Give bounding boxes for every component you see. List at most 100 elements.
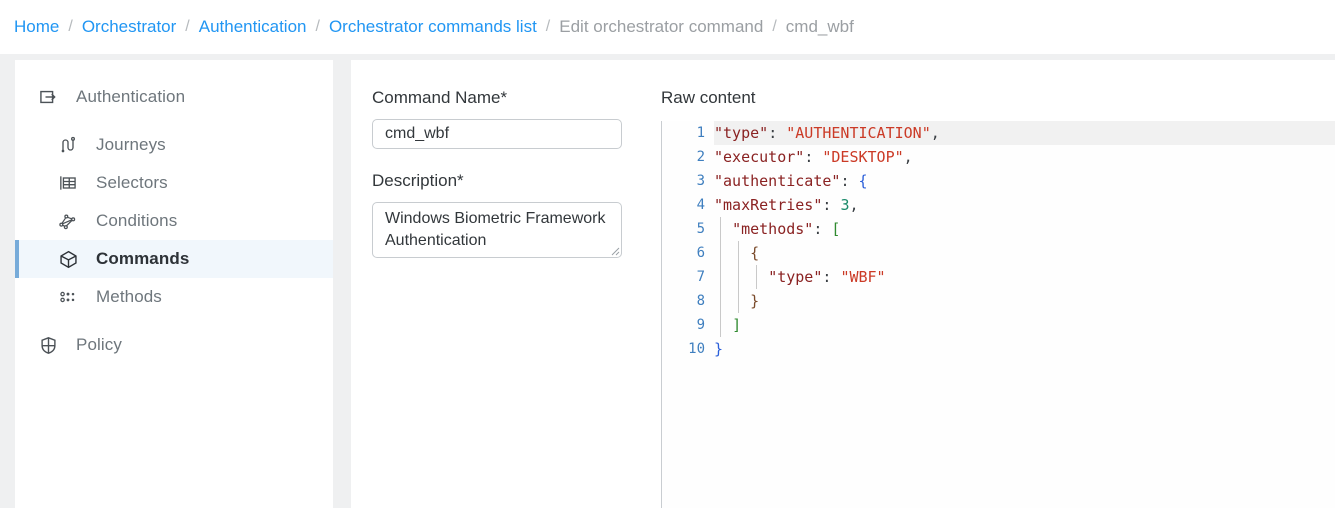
conditions-nodes-icon xyxy=(57,210,79,232)
code-line-text: ] xyxy=(714,313,1335,337)
code-token: : xyxy=(822,196,841,214)
indent-guide xyxy=(720,265,721,289)
code-token: "maxRetries" xyxy=(714,196,823,214)
code-line-text: "authenticate": { xyxy=(714,169,1335,193)
code-token: { xyxy=(858,172,868,190)
code-line[interactable]: 4"maxRetries": 3, xyxy=(662,193,1335,217)
code-token: } xyxy=(750,292,760,310)
line-number: 9 xyxy=(696,317,705,333)
code-line[interactable]: 6 { xyxy=(662,241,1335,265)
description-wrapper xyxy=(372,202,622,258)
breadcrumb-separator: / xyxy=(68,18,73,35)
code-editor[interactable]: 1 "type": "AUTHENTICATION", 2 "executor": "… xyxy=(661,121,1335,508)
sidebar-item-commands[interactable]: Commands xyxy=(15,240,333,278)
command-form: Command Name* Description* xyxy=(351,60,661,280)
command-name-label: Command Name* xyxy=(372,88,508,107)
code-token: : xyxy=(768,124,787,142)
page-body: Authentication Journeys Selectors xyxy=(0,54,1335,508)
code-line[interactable]: 2 "executor": "DESKTOP", xyxy=(662,145,1335,169)
line-number: 8 xyxy=(696,293,705,309)
code-token: ] xyxy=(732,316,742,334)
code-line[interactable]: 9 ] xyxy=(662,313,1335,337)
sidebar-spacer xyxy=(15,316,333,326)
code-token: "methods" xyxy=(732,220,814,238)
code-line-text: { xyxy=(714,241,1335,265)
code-token: : xyxy=(813,220,832,238)
breadcrumb-item[interactable]: Orchestrator commands list xyxy=(328,17,537,36)
line-number: 2 xyxy=(696,149,705,165)
line-number: 6 xyxy=(696,245,705,261)
code-token: "authenticate" xyxy=(714,172,841,190)
code-line[interactable]: 5 "methods": [ xyxy=(662,217,1335,241)
indent-guide xyxy=(720,313,721,337)
breadcrumb-item[interactable]: Orchestrator xyxy=(81,17,177,36)
code-token: , xyxy=(849,196,859,214)
sidebar-section-label: Authentication xyxy=(76,87,186,106)
code-line[interactable]: 10} xyxy=(662,337,1335,361)
line-number: 7 xyxy=(696,269,705,285)
code-token xyxy=(714,316,732,334)
sidebar-section-label: Policy xyxy=(76,335,122,354)
code-token: "type" xyxy=(714,124,769,142)
description-field-group: Description* xyxy=(372,171,661,258)
line-number: 3 xyxy=(696,173,705,189)
raw-content-section: Raw content 1 "type": "AUTHENTICATION", 2 "… xyxy=(661,60,1335,508)
breadcrumb-item: Edit orchestrator command xyxy=(559,17,764,36)
policy-shield-icon xyxy=(37,334,59,356)
code-line-text: "executor": "DESKTOP", xyxy=(714,145,1335,169)
journeys-path-icon xyxy=(57,134,79,156)
indent-guide xyxy=(720,217,721,241)
code-token: : xyxy=(804,148,823,166)
sidebar-item-label: Journeys xyxy=(96,135,166,154)
indent-guide xyxy=(720,241,721,265)
sidebar-item-label: Methods xyxy=(96,287,162,306)
line-number: 1 xyxy=(696,125,705,141)
code-token: 3 xyxy=(840,196,850,214)
description-textarea[interactable] xyxy=(372,202,622,258)
breadcrumb-separator: / xyxy=(185,18,190,35)
methods-dots-icon xyxy=(57,286,79,308)
code-token xyxy=(714,268,768,286)
sidebar: Authentication Journeys Selectors xyxy=(15,60,333,508)
breadcrumb-item[interactable]: Authentication xyxy=(198,17,307,36)
code-token: : xyxy=(840,172,859,190)
code-line-text: "type": "AUTHENTICATION", xyxy=(714,121,1335,145)
indent-guide xyxy=(738,241,740,265)
code-line[interactable]: 1 "type": "AUTHENTICATION", xyxy=(662,121,1335,145)
code-token: "type" xyxy=(768,268,823,286)
code-line-text: } xyxy=(714,337,1335,361)
command-name-input[interactable] xyxy=(372,119,622,149)
commands-cube-icon xyxy=(57,248,79,270)
sidebar-item-methods[interactable]: Methods xyxy=(15,278,333,316)
code-line[interactable]: 7 "type": "WBF" xyxy=(662,265,1335,289)
code-token: } xyxy=(714,340,724,358)
code-line-text: "methods": [ xyxy=(714,217,1335,241)
line-number: 5 xyxy=(696,221,705,237)
sidebar-item-conditions[interactable]: Conditions xyxy=(15,202,333,240)
code-token: , xyxy=(930,124,940,142)
breadcrumb-separator: / xyxy=(545,18,551,35)
command-name-field-group: Command Name* xyxy=(372,88,661,149)
code-token: "WBF" xyxy=(840,268,886,286)
sidebar-section-policy[interactable]: Policy xyxy=(15,326,333,364)
code-token: , xyxy=(903,148,913,166)
code-line[interactable]: 3 "authenticate": { xyxy=(662,169,1335,193)
raw-content-title: Raw content xyxy=(661,88,756,107)
code-line-text: "maxRetries": 3, xyxy=(714,193,1335,217)
sidebar-item-journeys[interactable]: Journeys xyxy=(15,126,333,164)
code-token: "executor" xyxy=(714,148,805,166)
login-arrow-icon xyxy=(37,86,59,108)
breadcrumb-item[interactable]: Home xyxy=(14,17,60,36)
sidebar-item-label: Selectors xyxy=(96,173,168,192)
selectors-table-icon xyxy=(57,172,79,194)
sidebar-section-authentication[interactable]: Authentication xyxy=(15,78,333,116)
code-token: "DESKTOP" xyxy=(822,148,904,166)
code-line[interactable]: 8 } xyxy=(662,289,1335,313)
code-token: : xyxy=(822,268,841,286)
sidebar-item-selectors[interactable]: Selectors xyxy=(15,164,333,202)
code-line-text: } xyxy=(714,289,1335,313)
indent-guide xyxy=(720,289,721,313)
code-token xyxy=(714,220,732,238)
line-number: 10 xyxy=(688,341,705,357)
description-label: Description* xyxy=(372,171,464,190)
